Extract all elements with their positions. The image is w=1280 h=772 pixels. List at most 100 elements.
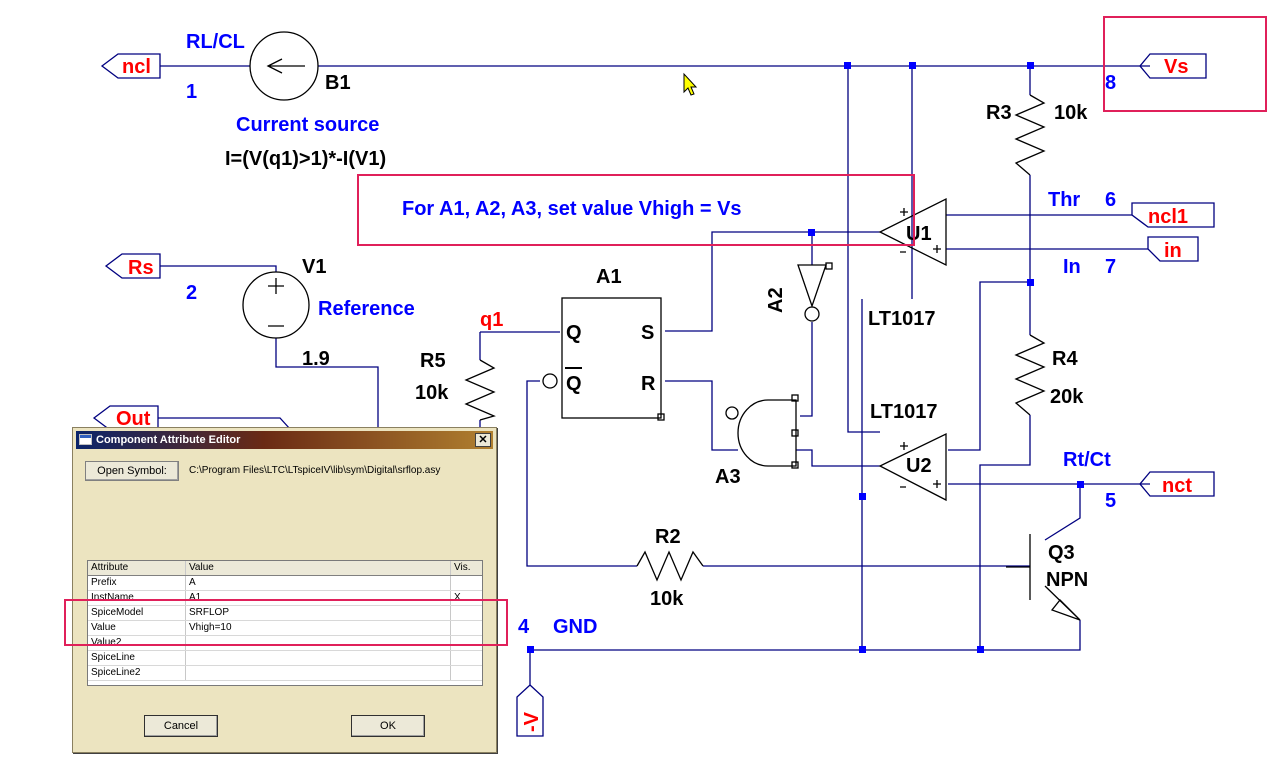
ok-button[interactable]: OK: [351, 715, 425, 737]
pin-1: 1: [186, 81, 197, 103]
label-current-expr: I=(V(q1)>1)*-I(V1): [225, 148, 386, 170]
label-ncl1: ncl1: [1148, 206, 1188, 228]
column-header-attribute[interactable]: Attribute: [88, 561, 186, 575]
label-npn: NPN: [1046, 569, 1088, 591]
pin-5: 5: [1105, 490, 1116, 512]
label-r5-value: 10k: [415, 382, 449, 404]
close-button[interactable]: ✕: [475, 433, 491, 447]
table-row[interactable]: SpiceLine: [88, 651, 482, 666]
voltage-source-v1[interactable]: [242, 271, 310, 339]
value-cell[interactable]: Vhigh=10: [186, 621, 451, 635]
column-header-value[interactable]: Value: [186, 561, 451, 575]
flag-rs: [104, 253, 161, 279]
vis-cell[interactable]: X: [454, 592, 461, 603]
pin-6: 6: [1105, 189, 1116, 211]
pin-r: R: [641, 373, 656, 395]
attribute-table[interactable]: Attribute Value Vis. Prefix A InstName A…: [87, 560, 483, 686]
label-in: in: [1164, 240, 1182, 262]
flag-ncl1: [1131, 202, 1215, 228]
label-nct: nct: [1162, 475, 1192, 497]
vis-cell[interactable]: [451, 606, 482, 620]
value-cell[interactable]: [186, 651, 451, 665]
junctions: [527, 62, 1084, 653]
cancel-button[interactable]: Cancel: [144, 715, 218, 737]
vis-cell[interactable]: [451, 576, 482, 590]
label-lt1017-1: LT1017: [868, 308, 935, 330]
table-row[interactable]: SpiceLine2: [88, 666, 482, 681]
attribute-cell: InstName: [88, 591, 186, 605]
label-thr: Thr: [1048, 189, 1080, 211]
attribute-cell: SpiceLine: [88, 651, 186, 665]
symbol-path: C:\Program Files\LTC\LTspiceIV\lib\sym\D…: [189, 465, 441, 476]
table-row[interactable]: InstName A1 X: [88, 591, 482, 606]
pin-4: 4: [518, 616, 530, 638]
resistor-r4[interactable]: [1014, 334, 1046, 416]
label-out: Out: [116, 408, 151, 430]
pin-8: 8: [1105, 72, 1116, 94]
note-text: For A1, A2, A3, set value Vhigh = Vs: [402, 198, 742, 220]
value-cell[interactable]: [186, 666, 451, 680]
label-b1: B1: [325, 72, 351, 94]
resistor-r5[interactable]: [464, 359, 496, 421]
label-r5: R5: [420, 350, 446, 372]
label-u1: U1: [906, 223, 932, 245]
label-r2: R2: [655, 526, 681, 548]
flag-ncl: [100, 53, 161, 79]
label-q3: Q3: [1048, 542, 1075, 564]
value-cell[interactable]: [186, 636, 451, 650]
label-rlcl: RL/CL: [186, 31, 245, 53]
pin-q: Q: [566, 322, 582, 344]
value-cell[interactable]: SRFLOP: [186, 606, 451, 620]
open-symbol-button[interactable]: Open Symbol:: [85, 461, 179, 481]
attribute-cell: SpiceModel: [88, 606, 186, 620]
label-rtct: Rt/Ct: [1063, 449, 1111, 471]
resistor-r2[interactable]: [636, 550, 704, 582]
label-minus-v: -V: [521, 711, 543, 732]
highlight-note: [357, 174, 915, 246]
mouse-cursor-icon: [683, 72, 698, 96]
inverter-a2[interactable]: [797, 262, 833, 322]
label-gnd: GND: [553, 616, 597, 638]
nand-gate-a3[interactable]: [725, 394, 799, 469]
current-source-b1[interactable]: [249, 31, 319, 101]
flag-out: [92, 405, 159, 431]
label-u2: U2: [906, 455, 932, 477]
comparator-u2[interactable]: [878, 432, 947, 502]
label-current-source: Current source: [236, 114, 379, 136]
table-row[interactable]: SpiceModel SRFLOP: [88, 606, 482, 621]
flag-in: [1147, 236, 1199, 262]
label-r4: R4: [1052, 348, 1078, 370]
vis-cell[interactable]: [451, 651, 482, 665]
label-v1: V1: [302, 256, 326, 278]
srflop-a1[interactable]: [542, 297, 665, 421]
net-labels: [92, 53, 1215, 737]
component-attribute-editor-dialog: Component Attribute Editor ✕ Open Symbol…: [72, 427, 497, 753]
label-r2-value: 10k: [650, 588, 684, 610]
table-row[interactable]: Value2: [88, 636, 482, 651]
dialog-title: Component Attribute Editor: [96, 434, 241, 446]
pin-qbar: Q: [566, 373, 582, 395]
table-row[interactable]: Prefix A: [88, 576, 482, 591]
highlight-vs: [1103, 16, 1267, 112]
resistor-r3[interactable]: [1014, 94, 1046, 176]
attribute-cell: Value: [88, 621, 186, 635]
value-cell[interactable]: A1: [186, 591, 451, 605]
table-row[interactable]: Value Vhigh=10: [88, 621, 482, 636]
window-icon: [79, 434, 92, 445]
pin-s: S: [641, 322, 654, 344]
column-header-vis[interactable]: Vis.: [454, 562, 471, 573]
label-r3: R3: [986, 102, 1012, 124]
vis-cell[interactable]: [451, 621, 482, 635]
vis-cell[interactable]: [451, 636, 482, 650]
label-lt1017-2: LT1017: [870, 401, 937, 423]
label-q1: q1: [480, 309, 503, 331]
pin-7: 7: [1105, 256, 1116, 278]
vis-cell[interactable]: [451, 666, 482, 680]
label-a1: A1: [596, 266, 622, 288]
attribute-cell: Prefix: [88, 576, 186, 590]
label-r4-value: 20k: [1050, 386, 1084, 408]
transistor-q3[interactable]: [1006, 534, 1081, 621]
value-cell[interactable]: A: [186, 576, 451, 590]
dialog-titlebar[interactable]: Component Attribute Editor ✕: [76, 431, 493, 449]
label-a3: A3: [715, 466, 741, 488]
